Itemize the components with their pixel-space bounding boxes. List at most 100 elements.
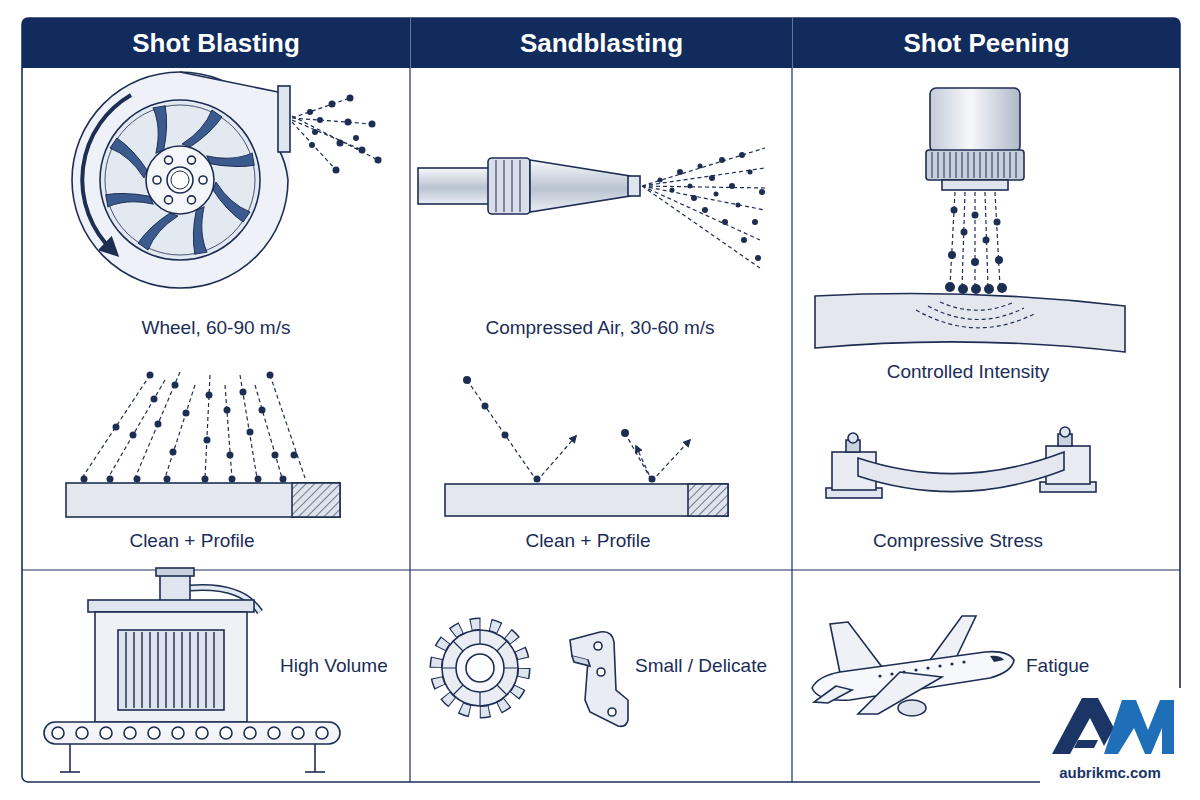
blasted-plate — [183, 410, 190, 417]
blasted-plate — [267, 372, 274, 379]
airplane — [926, 666, 929, 669]
impeller-part — [466, 654, 494, 682]
blasted-plate — [224, 407, 231, 414]
blast-nozzle — [739, 152, 745, 158]
blast-wheel — [167, 167, 193, 193]
blast-wheel — [312, 129, 318, 135]
blast-nozzle — [658, 178, 663, 183]
impeller-part — [436, 624, 524, 712]
logo-mark — [1040, 688, 1182, 788]
blasted-plate — [292, 483, 340, 517]
conveyor-machine — [148, 727, 160, 739]
ricochet-plate — [467, 380, 537, 481]
blasted-plate — [291, 452, 298, 459]
caption-label: High Volume — [280, 655, 388, 677]
caption-label: Wheel, 60-90 m/s — [142, 317, 291, 339]
stressed-beam — [826, 427, 1096, 498]
blast-wheel — [188, 196, 196, 204]
conveyor-machine — [244, 727, 256, 739]
peened-plate — [815, 294, 1125, 352]
frame — [409, 68, 410, 782]
blast-wheel — [213, 182, 250, 222]
blasted-plate — [81, 476, 88, 483]
conveyor-machine — [305, 771, 325, 773]
blasted-plate — [272, 452, 279, 459]
conveyor-machine — [126, 632, 214, 708]
peening-nozzle — [948, 251, 956, 259]
peening-nozzle — [994, 219, 1001, 226]
blast-wheel — [353, 135, 359, 141]
blast-wheel — [333, 167, 340, 174]
blast-nozzle — [418, 168, 490, 204]
blast-wheel — [307, 109, 313, 115]
blast-nozzle — [714, 192, 719, 197]
blast-wheel — [278, 86, 290, 152]
caption-text: Clean + Profile — [525, 530, 650, 551]
blast-nozzle — [698, 164, 703, 169]
frame — [22, 18, 1180, 782]
stressed-beam — [848, 433, 858, 443]
blast-wheel — [110, 138, 147, 178]
bracket-part — [608, 708, 616, 716]
blast-wheel — [309, 142, 315, 148]
ricochet-plate — [482, 403, 489, 410]
airplane — [902, 670, 905, 673]
column-title: Shot Peening — [903, 28, 1069, 59]
ricochet-plate — [445, 376, 728, 516]
logo-mark — [1052, 698, 1114, 754]
conveyor-machine — [118, 630, 224, 710]
blast-nozzle — [670, 188, 675, 193]
blasted-plate — [134, 476, 141, 483]
ricochet-plate — [636, 446, 652, 481]
caption-label: Fatigue — [1026, 655, 1089, 677]
conveyor-machine — [88, 600, 254, 612]
blasted-plate — [155, 421, 162, 428]
airplane — [914, 668, 917, 671]
blasted-plate — [240, 389, 247, 396]
column-header: Sandblasting — [410, 18, 792, 68]
peening-nozzle — [951, 207, 958, 214]
logo-mark — [1104, 700, 1174, 754]
bracket-part — [570, 632, 628, 727]
conveyor-machine — [69, 744, 71, 772]
conveyor-machine — [268, 727, 280, 739]
peened-plate — [971, 284, 981, 294]
conveyor-machine — [314, 744, 316, 772]
blast-wheel — [292, 98, 378, 170]
ricochet-plate — [621, 429, 629, 437]
blast-wheel — [72, 72, 382, 288]
frame — [22, 569, 1180, 570]
peened-plate — [945, 282, 955, 292]
blast-nozzle — [628, 176, 640, 196]
conveyor-machine — [172, 727, 184, 739]
blast-nozzle — [702, 207, 708, 213]
blast-nozzle — [691, 195, 697, 201]
bracket-part — [572, 656, 590, 666]
blasted-plate — [255, 476, 262, 483]
blast-nozzle — [496, 160, 520, 212]
blasted-plate — [82, 372, 305, 478]
blast-nozzle — [709, 175, 715, 181]
conveyor-machine — [100, 727, 112, 739]
column-title: Sandblasting — [520, 28, 683, 59]
peening-nozzle — [972, 212, 979, 219]
caption-label: Compressive Stress — [873, 530, 1043, 552]
blast-wheel — [359, 147, 366, 154]
blasted-plate — [259, 407, 266, 414]
caption-label: Clean + Profile — [525, 530, 650, 552]
blast-wheel — [329, 101, 336, 108]
peening-nozzle — [995, 256, 1003, 264]
blast-wheel — [153, 176, 161, 184]
blast-nozzle — [722, 219, 728, 225]
blast-nozzle — [719, 157, 725, 163]
ricochet-plate — [537, 436, 576, 481]
peening-nozzle — [961, 229, 968, 236]
blast-wheel — [199, 176, 207, 184]
impeller-part — [442, 630, 518, 706]
conveyor-machine — [316, 727, 328, 739]
column-header: Shot Blasting — [22, 18, 410, 68]
logo-mark — [1074, 740, 1098, 748]
caption-label: Controlled Intensity — [887, 361, 1050, 383]
blast-wheel — [138, 213, 178, 250]
